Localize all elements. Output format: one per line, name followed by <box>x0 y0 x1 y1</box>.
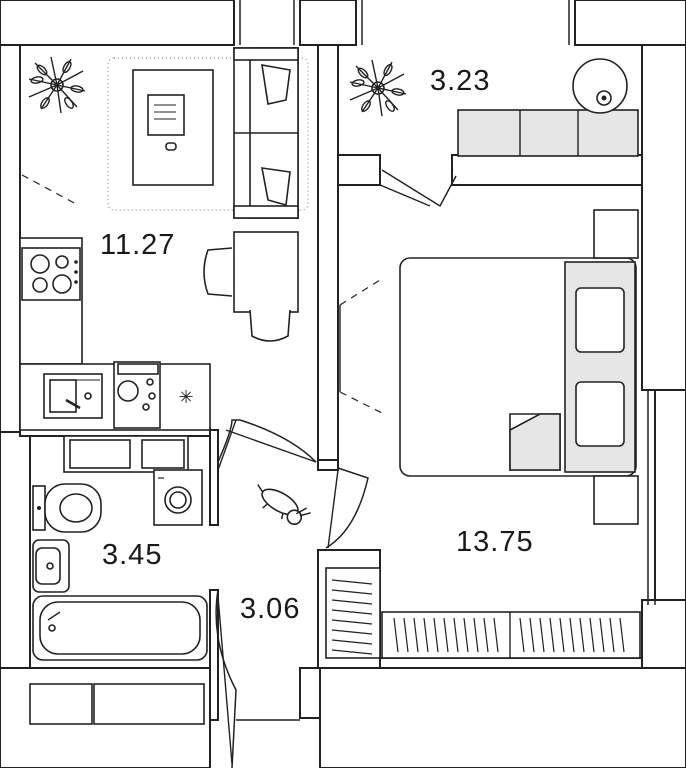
sink-icon <box>43 373 103 419</box>
plant-icon <box>349 59 407 117</box>
zone-line <box>21 174 79 206</box>
balcony-table <box>572 58 628 114</box>
washing-machine-icon <box>63 435 203 526</box>
area-label-hallway: 3.06 <box>240 593 300 625</box>
wardrobe-icon <box>381 611 641 659</box>
sofa-icon <box>233 47 299 219</box>
dining-table <box>203 231 299 342</box>
balcony-door <box>381 169 457 208</box>
area-label-balcony: 3.23 <box>430 65 490 97</box>
desk <box>132 69 214 186</box>
toilet-icon <box>32 483 102 533</box>
stove-icon <box>21 247 81 301</box>
plant-icon <box>28 56 86 114</box>
nightstand <box>593 475 639 525</box>
area-label-bedroom: 13.75 <box>456 526 534 558</box>
kitchen-counter <box>19 237 83 365</box>
bed-icon <box>399 257 637 477</box>
bedroom-door <box>325 467 369 549</box>
wardrobe-icon <box>325 567 381 659</box>
rug <box>107 57 309 211</box>
balcony-bench <box>457 109 639 157</box>
bath-shelves <box>29 683 205 725</box>
pet-icon <box>257 484 311 525</box>
bathroom-door <box>217 419 240 463</box>
fridge: ✳ <box>178 387 193 408</box>
area-label-bathroom: 3.45 <box>102 539 162 571</box>
bathtub-icon <box>32 595 208 661</box>
windows <box>233 0 656 605</box>
area-label-kitchen-living: 11.27 <box>100 229 175 261</box>
washbasin <box>32 539 70 593</box>
zone-line <box>339 279 385 415</box>
kitchen-door <box>239 419 317 463</box>
entrance-door <box>215 589 237 768</box>
laptop-icon <box>147 94 185 151</box>
svg-text:✳: ✳ <box>178 387 193 408</box>
appliance <box>113 361 161 429</box>
nightstand <box>593 209 639 259</box>
